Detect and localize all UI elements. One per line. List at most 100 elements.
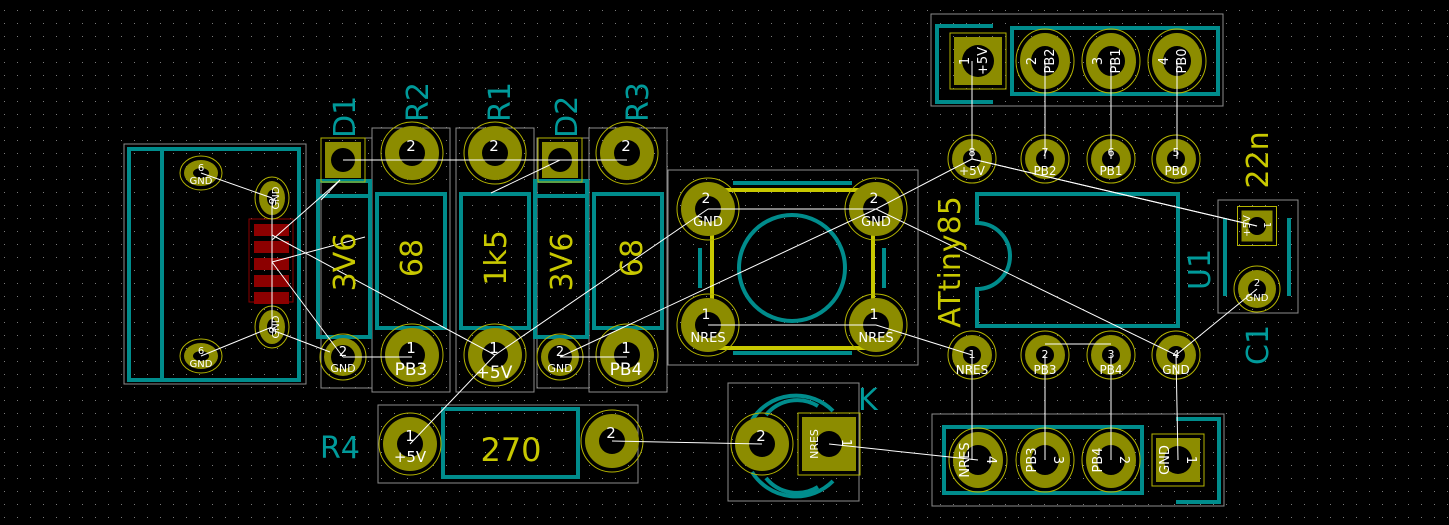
ratsnest-line [1175, 288, 1258, 356]
jtop-courtyard [930, 13, 1224, 107]
ratsnest-line [271, 236, 366, 263]
ref-u1: U1 [1183, 249, 1218, 290]
ratsnest-line [875, 324, 973, 356]
ratsnest-line [320, 179, 341, 201]
switch-pad-num: 1 [870, 307, 879, 323]
jtop-pin-net: PB2 [1043, 48, 1058, 73]
switch-actuator-circle [737, 213, 847, 323]
u1-pin-5[interactable] [1151, 134, 1201, 184]
r3-pad-2[interactable] [595, 121, 659, 185]
u1-pin-num: 4 [1173, 348, 1180, 361]
r1-pad1-net: +5V [476, 363, 513, 383]
led-pad1-net: NRES [808, 429, 821, 459]
jbottom-pin-net: PB3 [1025, 447, 1040, 472]
ratsnest-line [1175, 354, 1179, 461]
d2-pad2-net: GND [547, 362, 572, 375]
r4-pad1-net: +5V [394, 448, 427, 466]
d1-pad2-net: GND [330, 362, 355, 375]
u1-pin-net: +5V [959, 164, 986, 178]
ref-c1: C1 [1241, 325, 1276, 365]
jbottom-pin-num: 3 [1050, 456, 1065, 464]
ratsnest-line [875, 158, 973, 210]
value-r4: 270 [480, 431, 541, 469]
jtop-body [1010, 26, 1220, 96]
r3-body [592, 192, 664, 330]
ratsnest-line [409, 354, 496, 445]
usb-courtyard [123, 143, 307, 385]
jtop-pin-net: PB1 [1109, 48, 1124, 73]
jtop-pin-num: 2 [1025, 57, 1040, 65]
switch-pad-net: GND [693, 215, 723, 230]
ratsnest-line [559, 208, 877, 358]
u1-pin-net: PB0 [1164, 164, 1187, 178]
u1-pin-num: 7 [1042, 146, 1049, 159]
ratsnest-line [494, 208, 709, 356]
r4-pad2-num: 2 [606, 424, 616, 442]
r1-pad2-num: 2 [489, 137, 499, 155]
ratsnest-line [271, 179, 341, 241]
jbottom-pin-net: GND [1158, 445, 1173, 475]
u1-pin-num: 8 [969, 146, 976, 159]
ref-r4: R4 [320, 431, 360, 466]
u1-pin-net: PB4 [1099, 363, 1122, 377]
ratsnest-line [200, 326, 273, 357]
r4-body [441, 407, 580, 479]
value-r2: 68 [395, 239, 430, 277]
switch-pad-net: GND [861, 215, 891, 230]
d2-body [533, 179, 589, 339]
silkscreen [127, 24, 1291, 504]
ratsnest-line [828, 443, 979, 461]
usb-pad-num: 6 [266, 327, 277, 333]
jtop-pin1-marker [935, 24, 993, 104]
ratsnest-line [971, 158, 1258, 227]
c1-pad1-num: 1 [1261, 222, 1272, 228]
jtop-pin-1[interactable] [949, 32, 1007, 90]
value-r3: 68 [615, 239, 650, 277]
value-d2: 3V6 [545, 233, 580, 292]
value-labels: 3V6 68 1k5 3V6 68 270 ATtiny85 22n [328, 131, 1276, 469]
ref-r2: R2 [401, 82, 436, 122]
usb-pad-net: GND [190, 176, 213, 187]
c1-courtyard [1217, 199, 1299, 314]
u1-pin-net: PB3 [1033, 363, 1056, 377]
ratsnest-line [271, 261, 344, 358]
usb-pad-num: 6 [198, 163, 204, 174]
ref-r1: R1 [483, 82, 518, 122]
ratsnest-line [611, 440, 763, 445]
u1-pin-net: GND [1162, 363, 1190, 377]
led-outline-inner-bottom [764, 476, 820, 495]
pad-labels: 6GND6GND6GND6GND2GND21PB321+5V2GND21PB42… [190, 47, 1272, 478]
jtop-pin-num: 1 [958, 57, 973, 65]
ref-r3: R3 [621, 82, 656, 122]
ratsnest-line [490, 159, 561, 194]
switch-body-outline [710, 188, 875, 350]
jbottom-body [942, 425, 1144, 495]
r3-pad1-net: PB4 [610, 360, 643, 380]
jtop-pin-net: PB0 [1175, 48, 1190, 73]
value-r1: 1k5 [479, 230, 514, 286]
r2-pad-1[interactable] [380, 323, 444, 387]
switch-pad-net: NRES [858, 331, 893, 346]
u1-pin-num: 5 [1173, 146, 1180, 159]
switch-pad-num: 2 [870, 191, 879, 207]
reference-labels: D1 R2 R1 D2 R3 R4 K U1 C1 [320, 82, 1276, 466]
led-pad1-num: 1 [838, 439, 853, 447]
led-pad2-num: 2 [756, 427, 766, 445]
u1-pin-num: 2 [1042, 348, 1049, 361]
ratsnest [200, 61, 1258, 461]
u1-pin-net: PB2 [1033, 164, 1056, 178]
r3-pad-1[interactable] [595, 323, 659, 387]
switch-pad-net: NRES [690, 331, 725, 346]
u1-pin-net: NRES [956, 363, 989, 377]
ref-d2: D2 [550, 96, 585, 138]
led-courtyard [727, 382, 860, 502]
ref-led-k: K [858, 383, 879, 418]
value-c1: 22n [1241, 131, 1276, 188]
jtop-pin-num: 3 [1091, 57, 1106, 65]
c1-pad1-net: +5V [1242, 215, 1253, 237]
c1-pad2-num: 2 [1254, 278, 1260, 289]
r2-pad2-num: 2 [406, 137, 416, 155]
jbottom-pin-num: 4 [983, 456, 998, 464]
